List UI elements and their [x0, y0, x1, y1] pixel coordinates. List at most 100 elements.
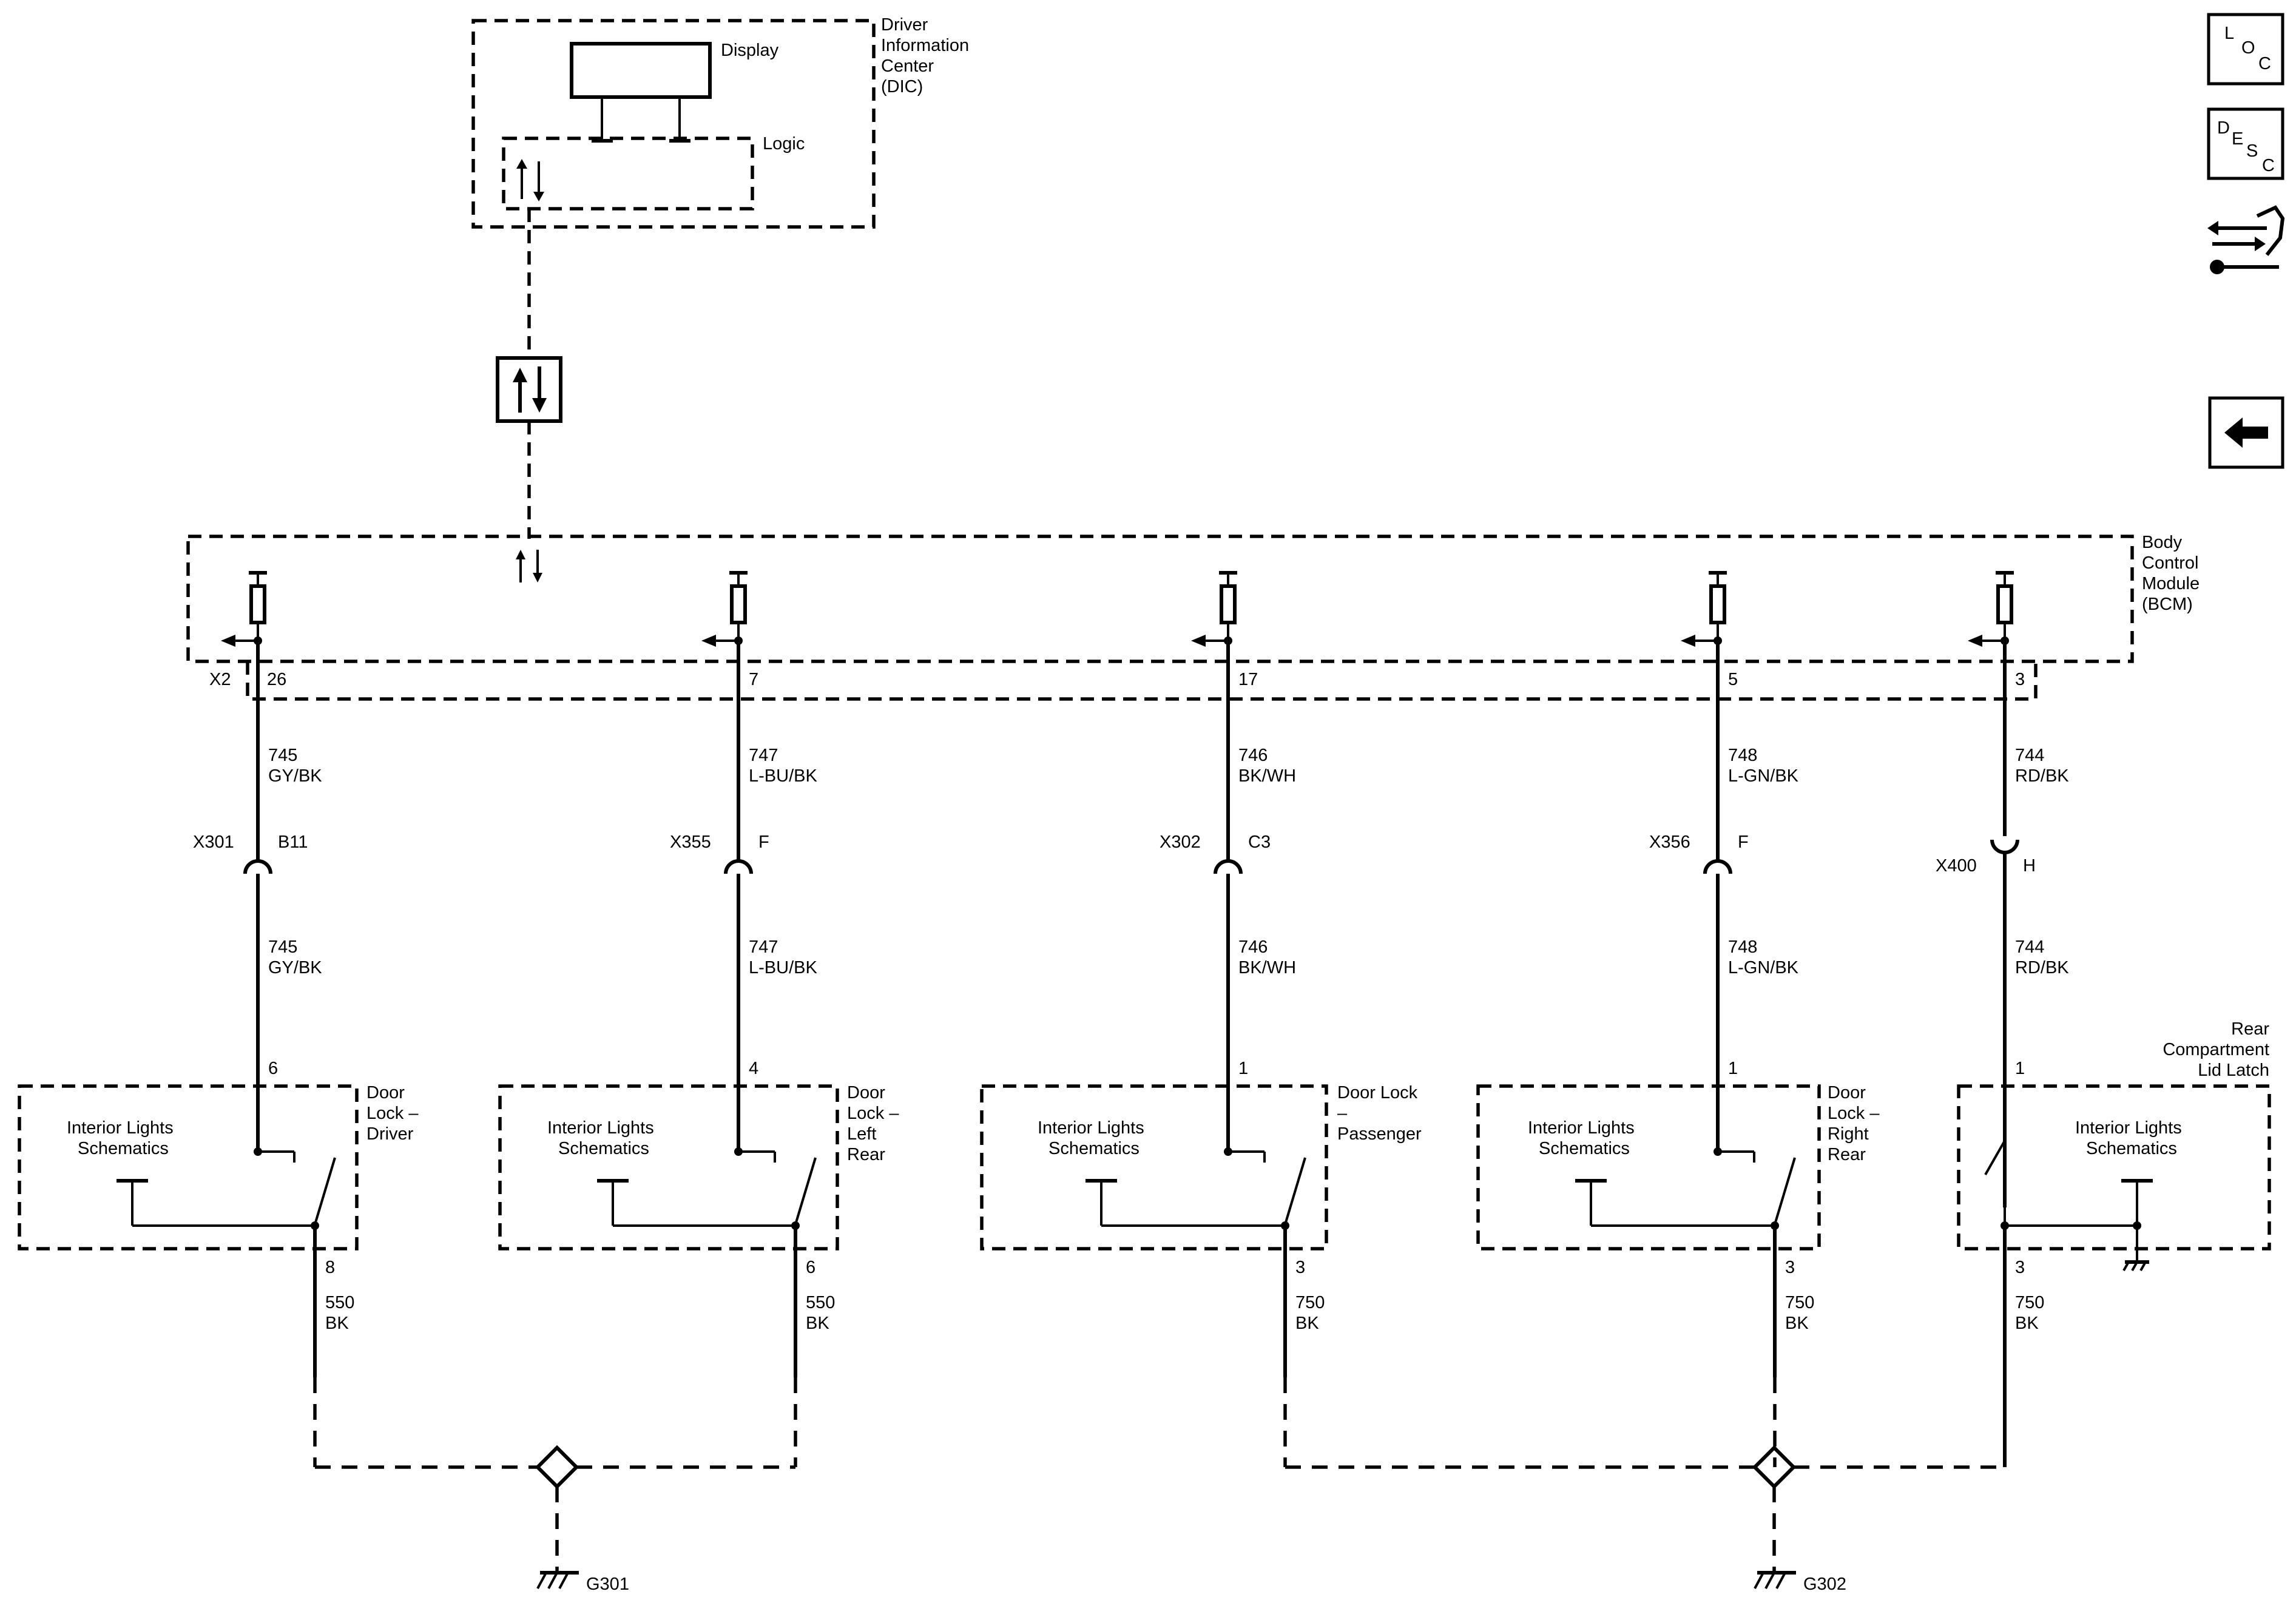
device-name-right-rear-2: Lock –: [1828, 1104, 1880, 1123]
ground-wire-num-750-2: 750: [1785, 1293, 1814, 1312]
interior-lights-label-1a: Interior Lights: [67, 1118, 174, 1138]
inline-conn-x356: X356: [1649, 832, 1690, 852]
inline-pin-f-1: F: [758, 832, 769, 852]
door-lock-passenger: [980, 1084, 1328, 1377]
wire-color-745-upper: GY/BK: [268, 766, 322, 786]
wire-num-745-upper: 745: [268, 746, 297, 765]
bcm-driver-col-3: [1191, 571, 1237, 647]
device-name-right-rear-1: Door: [1828, 1083, 1866, 1102]
back-arrow-icon[interactable]: [2208, 396, 2284, 469]
dic-name-line1: Driver: [881, 15, 928, 35]
ground-pin-3-b: 3: [1785, 1258, 1795, 1277]
wire-num-747-lower: 747: [749, 937, 778, 957]
interior-lights-label-3a: Interior Lights: [1038, 1118, 1144, 1138]
bcm-pin-26: 26: [267, 670, 286, 689]
wire-num-746-lower: 746: [1238, 937, 1268, 957]
dic-name-line4: (DIC): [881, 77, 923, 96]
bcm-name-line3: Module: [2142, 574, 2200, 593]
wire-color-744-lower: RD/BK: [2015, 958, 2069, 977]
interior-lights-label-3b: Schematics: [1048, 1139, 1140, 1158]
inline-pin-h: H: [2023, 856, 2036, 876]
device-name-passenger-1: Door Lock: [1337, 1083, 1418, 1102]
bcm-connector-x2: X2: [209, 670, 231, 689]
ground-g301-icon: [536, 1571, 579, 1589]
bcm-pin-3: 3: [2015, 670, 2025, 689]
wire-color-747-lower: L-BU/BK: [749, 958, 817, 977]
ground-wire-num-550-2: 550: [806, 1293, 835, 1312]
wire-color-747-upper: L-BU/BK: [749, 766, 817, 786]
circuit-745: [243, 641, 272, 1152]
device-name-driver-2: Lock –: [366, 1104, 419, 1123]
rear-compartment-lid-latch: [1957, 1084, 2271, 1467]
device-name-left-rear-3: Left: [847, 1124, 876, 1144]
ground-wire-color-5: BK: [2015, 1314, 2039, 1333]
circuit-746: [1214, 641, 1243, 1152]
device-name-passenger-3: Passenger: [1337, 1124, 1422, 1144]
inline-conn-x301: X301: [193, 832, 234, 852]
inline-pin-c3: C3: [1248, 832, 1271, 852]
dic-data-arrows-icon: [516, 159, 544, 201]
interior-lights-label-4a: Interior Lights: [1528, 1118, 1635, 1138]
device-pin-4: 4: [749, 1059, 758, 1078]
bcm-driver-col-1: [221, 571, 267, 647]
svg-text:E: E: [2232, 129, 2243, 149]
interior-lights-label-2a: Interior Lights: [547, 1118, 654, 1138]
interior-lights-label-5a: Interior Lights: [2075, 1118, 2182, 1138]
dic-display: [570, 42, 712, 99]
device-name-latch-1: Rear: [2231, 1019, 2269, 1039]
bcm-module: Body Control Module (BCM) X2: [186, 533, 2200, 701]
svg-text:O: O: [2241, 38, 2255, 58]
connector-view-icon[interactable]: [2207, 205, 2285, 274]
door-lock-left-rear: [498, 1084, 839, 1377]
bcm-pin-17: 17: [1238, 670, 1258, 689]
wire-num-746-upper: 746: [1238, 746, 1268, 765]
svg-text:S: S: [2246, 141, 2258, 161]
bcm-driver-col-2: [701, 571, 748, 647]
bcm-name-line1: Body: [2142, 533, 2183, 552]
device-pin-1-rear-latch: 1: [2015, 1059, 2025, 1078]
inline-pin-b11: B11: [278, 832, 308, 852]
ground-wire-num-750-1: 750: [1295, 1293, 1325, 1312]
circuit-744: [1990, 641, 2019, 1207]
interior-lights-label-5b: Schematics: [2086, 1139, 2177, 1158]
ground-wire-color-3: BK: [1295, 1314, 1319, 1333]
dic-display-label: Display: [721, 41, 779, 60]
svg-text:D: D: [2217, 118, 2230, 138]
device-pin-6: 6: [268, 1059, 278, 1078]
bcm-driver-col-4: [1681, 571, 1727, 647]
device-name-latch-3: Lid Latch: [2198, 1061, 2269, 1080]
wire-num-748-upper: 748: [1728, 746, 1757, 765]
dic-logic-box: [502, 137, 754, 211]
loc-icon[interactable]: L O C: [2207, 13, 2284, 86]
device-name-left-rear-4: Rear: [847, 1145, 885, 1164]
bcm-pin-5: 5: [1728, 670, 1738, 689]
wire-num-744-upper: 744: [2015, 746, 2044, 765]
dic-name-line2: Information: [881, 36, 969, 55]
inline-conn-x400: X400: [1936, 856, 1977, 876]
ground-wire-num-550-1: 550: [325, 1293, 354, 1312]
wire-num-748-lower: 748: [1728, 937, 1757, 957]
dic-module: Display Logic Driver Information Center …: [471, 15, 969, 229]
bcm-x2-connector-outline: [246, 661, 2038, 701]
serial-data-icon: [496, 356, 562, 423]
wire-color-746-upper: BK/WH: [1238, 766, 1296, 786]
device-name-left-rear-2: Lock –: [847, 1104, 899, 1123]
device-name-latch-2: Compartment: [2163, 1040, 2269, 1059]
bcm-boundary: [186, 535, 2134, 663]
ground-pin-3-c: 3: [2015, 1258, 2025, 1277]
ground-g302-icon: [1754, 1571, 1796, 1589]
door-lock-right-rear: [1476, 1084, 1821, 1377]
ground-g302-label: G302: [1803, 1575, 1846, 1594]
desc-icon[interactable]: D E S C: [2207, 107, 2284, 180]
device-pin-1-passenger: 1: [1238, 1059, 1248, 1078]
circuit-747: [724, 641, 753, 1152]
dic-logic-label: Logic: [763, 134, 805, 154]
ground-wire-color-1: BK: [325, 1314, 349, 1333]
ground-g301-splice: [313, 1377, 797, 1571]
ground-pin-8: 8: [325, 1258, 335, 1277]
svg-text:L: L: [2224, 24, 2234, 43]
bcm-name-line2: Control: [2142, 553, 2199, 573]
device-pin-1-right-rear: 1: [1728, 1059, 1738, 1078]
dic-name-line3: Center: [881, 56, 934, 76]
